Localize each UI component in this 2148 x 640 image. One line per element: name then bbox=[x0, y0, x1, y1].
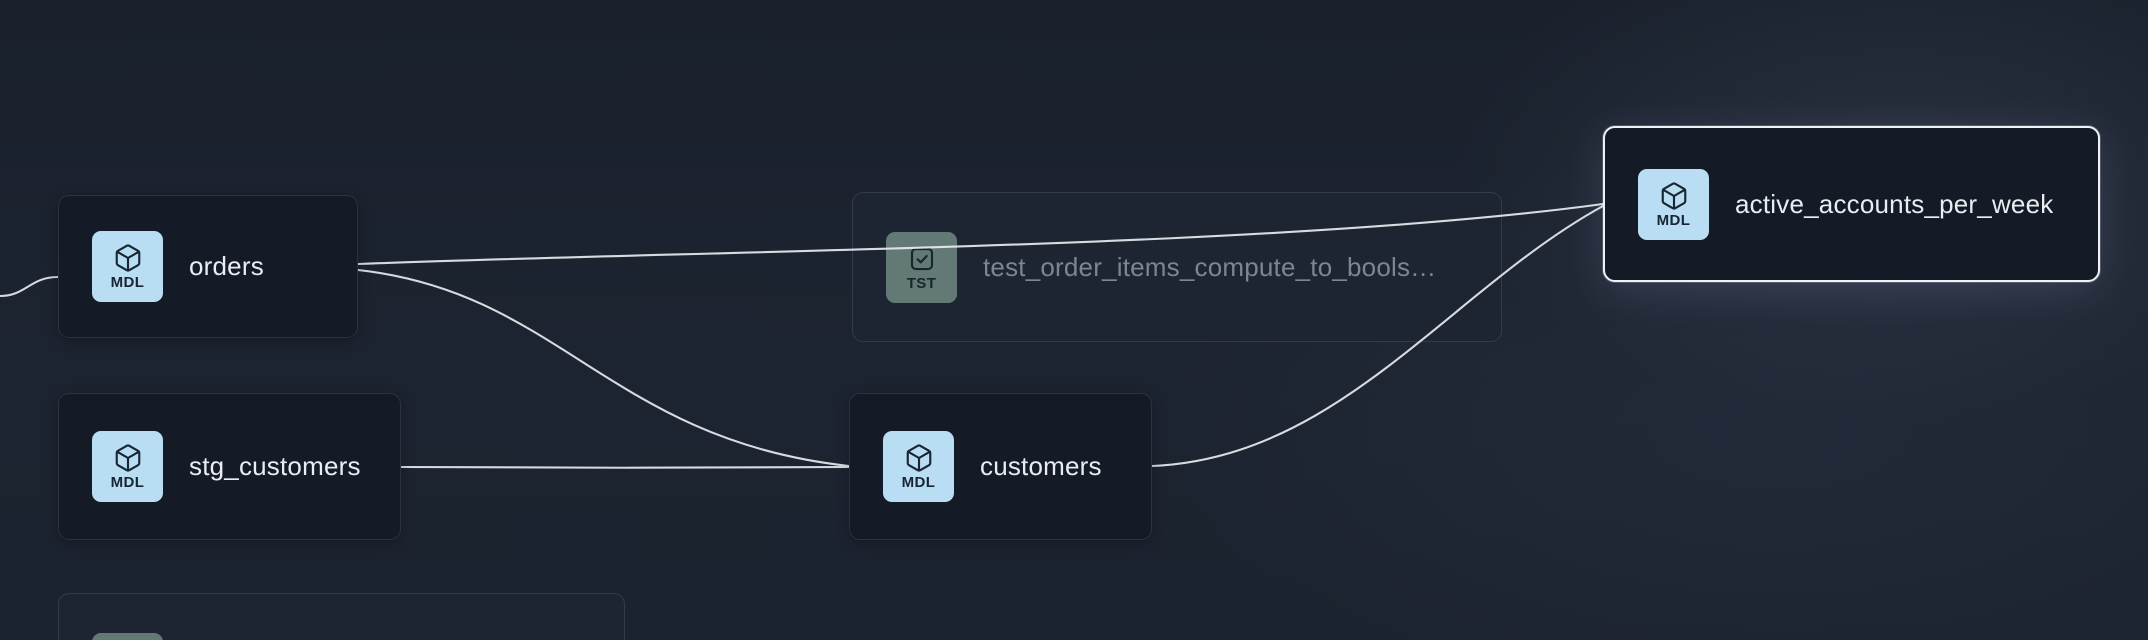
graph-node-orders[interactable]: MDL orders bbox=[58, 195, 358, 338]
badge-label: TST bbox=[906, 274, 937, 292]
edge-orders-to-customers bbox=[356, 268, 851, 468]
model-badge: MDL bbox=[1638, 168, 1709, 240]
node-label: customers bbox=[980, 451, 1102, 481]
test-badge: TST bbox=[886, 231, 957, 303]
edge-offscreen-to-orders bbox=[0, 275, 60, 298]
graph-node-stg-customers[interactable]: MDL stg_customers bbox=[58, 393, 401, 540]
badge-label: MDL bbox=[1656, 211, 1691, 229]
node-label: orders bbox=[189, 251, 264, 281]
node-label: test_order_items_compute_to_bools… bbox=[983, 251, 1437, 282]
badge-label: MDL bbox=[901, 474, 936, 491]
model-cube-icon bbox=[115, 244, 140, 272]
node-label: stg_customers bbox=[189, 451, 361, 481]
test-badge bbox=[92, 632, 163, 640]
edge-stg-customers-to-customers bbox=[399, 465, 851, 469]
model-cube-icon bbox=[1661, 181, 1686, 210]
badge-label: MDL bbox=[110, 474, 145, 491]
graph-node-test-order-items[interactable]: TST test_order_items_compute_to_bools… bbox=[852, 192, 1502, 342]
model-badge: MDL bbox=[92, 431, 163, 502]
graph-node-partial-bottom[interactable] bbox=[58, 593, 625, 640]
model-badge: MDL bbox=[883, 431, 954, 502]
model-cube-icon bbox=[906, 444, 931, 472]
node-label: active_accounts_per_week bbox=[1735, 188, 2054, 219]
badge-label: MDL bbox=[110, 274, 145, 291]
graph-node-active-accounts-per-week[interactable]: MDL active_accounts_per_week bbox=[1603, 126, 2100, 282]
graph-node-customers[interactable]: MDL customers bbox=[849, 393, 1152, 540]
test-check-icon bbox=[910, 247, 933, 270]
model-badge: MDL bbox=[92, 231, 163, 302]
model-cube-icon bbox=[115, 444, 140, 472]
